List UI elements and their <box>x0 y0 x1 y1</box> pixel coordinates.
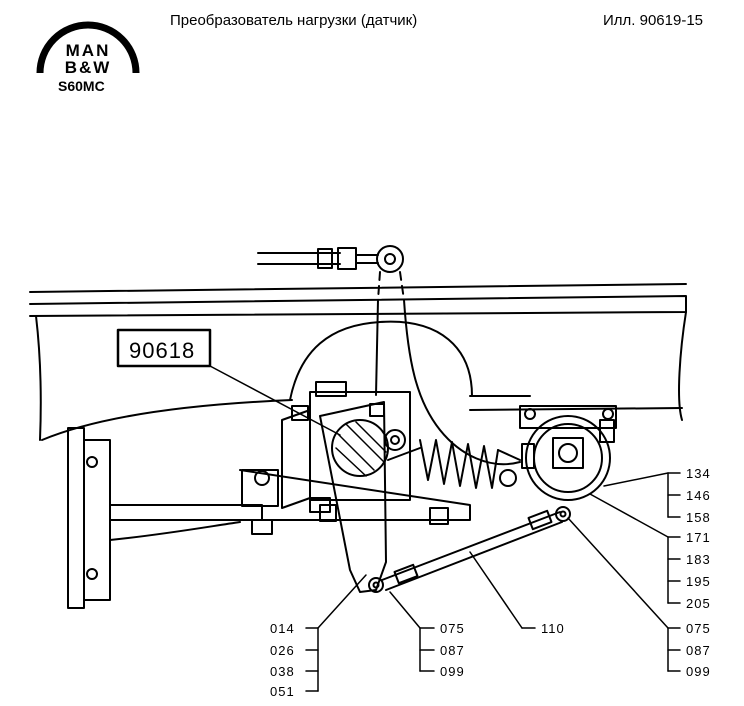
label-183: 183 <box>686 552 711 567</box>
tension-spring <box>387 439 521 489</box>
label-110: 110 <box>541 621 565 636</box>
transducer <box>519 405 617 501</box>
label-158: 158 <box>686 510 711 525</box>
reference-number: 90618 <box>129 338 195 363</box>
label-051: 051 <box>270 684 295 699</box>
part-labels: 014 026 038 051 075 087 099 110 075 087 … <box>270 466 711 699</box>
engine-frame <box>29 283 687 466</box>
label-146: 146 <box>686 488 711 503</box>
logo-line1: MAN <box>66 41 111 60</box>
label-014: 014 <box>270 621 295 636</box>
label-075-a: 075 <box>440 621 465 636</box>
label-134: 134 <box>686 466 711 481</box>
label-038: 038 <box>270 664 295 679</box>
illustration-number: Илл. 90619-15 <box>603 12 704 29</box>
label-026: 026 <box>270 643 295 658</box>
mounting-bracket <box>67 427 471 609</box>
label-171: 171 <box>686 530 711 545</box>
label-087-a: 087 <box>440 643 465 658</box>
label-195: 195 <box>686 574 711 589</box>
label-205: 205 <box>686 596 711 611</box>
label-099-b: 099 <box>686 664 711 679</box>
governor-rod <box>257 245 405 301</box>
page-title: Преобразователь нагрузки (датчик) <box>170 12 418 29</box>
man-bw-logo: MAN B&W <box>36 21 140 77</box>
lever-arm <box>319 401 387 593</box>
label-075-b: 075 <box>686 621 711 636</box>
connecting-rod <box>381 506 571 591</box>
leaders <box>305 472 681 692</box>
label-087-b: 087 <box>686 643 711 658</box>
reference-box: 90618 <box>116 328 341 436</box>
label-099-a: 099 <box>440 664 465 679</box>
engine-model: S60MC <box>58 78 105 94</box>
logo-line2: B&W <box>65 58 112 77</box>
